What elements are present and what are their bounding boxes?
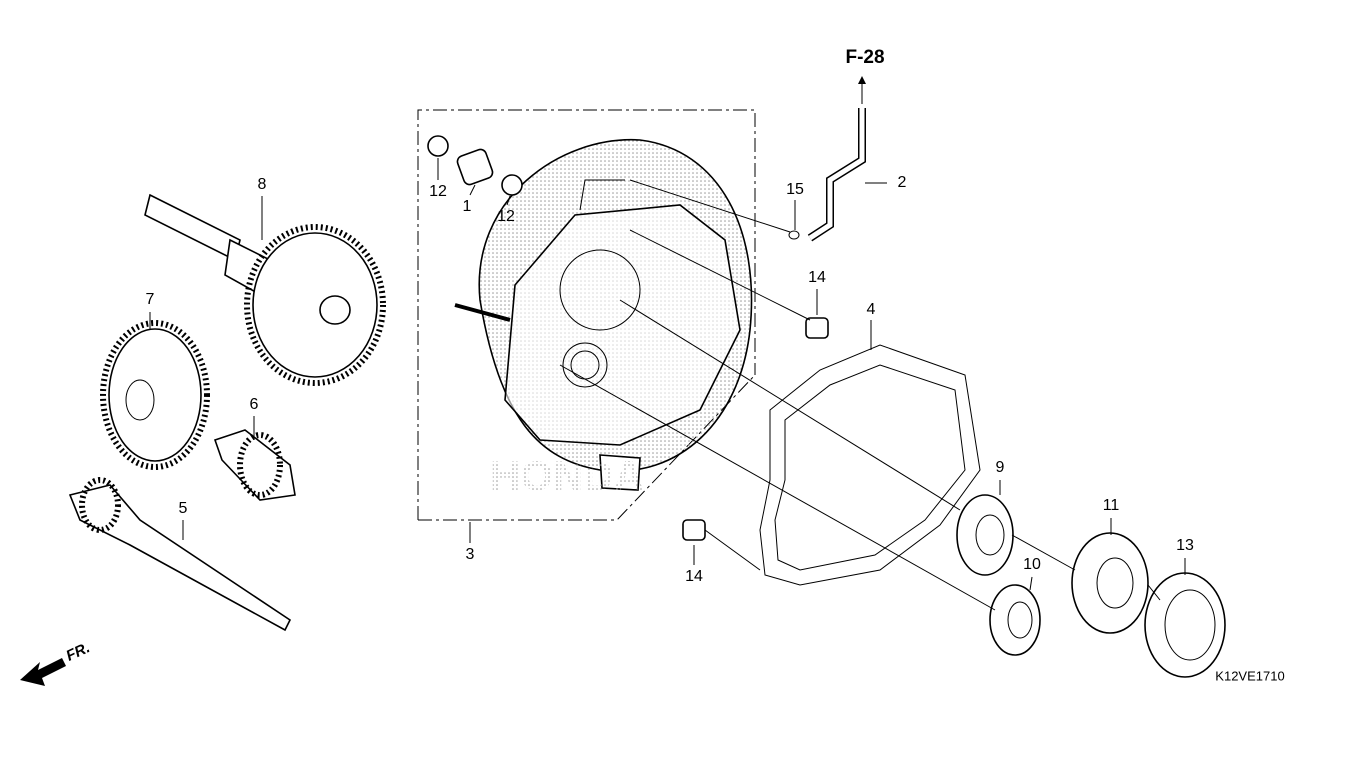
front-arrow-icon (20, 658, 66, 686)
callout-12-left: 12 (429, 183, 447, 200)
clip (788, 230, 800, 240)
transmission-cover: HONDA (454, 139, 753, 499)
diagram-code: K12VE1710 (1215, 668, 1285, 684)
reference-label[interactable]: F-28 (845, 47, 885, 68)
callout-2: 2 (897, 174, 907, 191)
callout-14-top: 14 (808, 269, 826, 286)
callout-7: 7 (145, 291, 155, 308)
callout-13: 13 (1176, 537, 1194, 554)
bearing-10 (989, 584, 1041, 656)
seal-13 (1144, 572, 1226, 678)
callout-3: 3 (465, 546, 475, 563)
final-shaft (144, 193, 386, 386)
callout-14-bottom: 14 (685, 568, 703, 585)
callout-11: 11 (1102, 497, 1120, 514)
bearing-9 (956, 494, 1014, 576)
gasket (759, 344, 981, 586)
callout-1: 1 (462, 198, 472, 215)
callout-9: 9 (995, 459, 1005, 476)
callout-6: 6 (249, 396, 259, 413)
breather-tube (807, 108, 866, 242)
callout-4: 4 (866, 301, 876, 318)
bearing-11 (1071, 532, 1149, 634)
countershaft-gear (100, 320, 210, 470)
callout-8: 8 (257, 176, 267, 193)
callout-10: 10 (1023, 556, 1041, 573)
drive-pinion (213, 429, 296, 501)
callout-12-right: 12 (497, 208, 515, 225)
callout-15: 15 (786, 181, 804, 198)
callout-5: 5 (178, 500, 188, 517)
honda-watermark: HONDA (490, 452, 644, 499)
drive-shaft (68, 477, 292, 632)
